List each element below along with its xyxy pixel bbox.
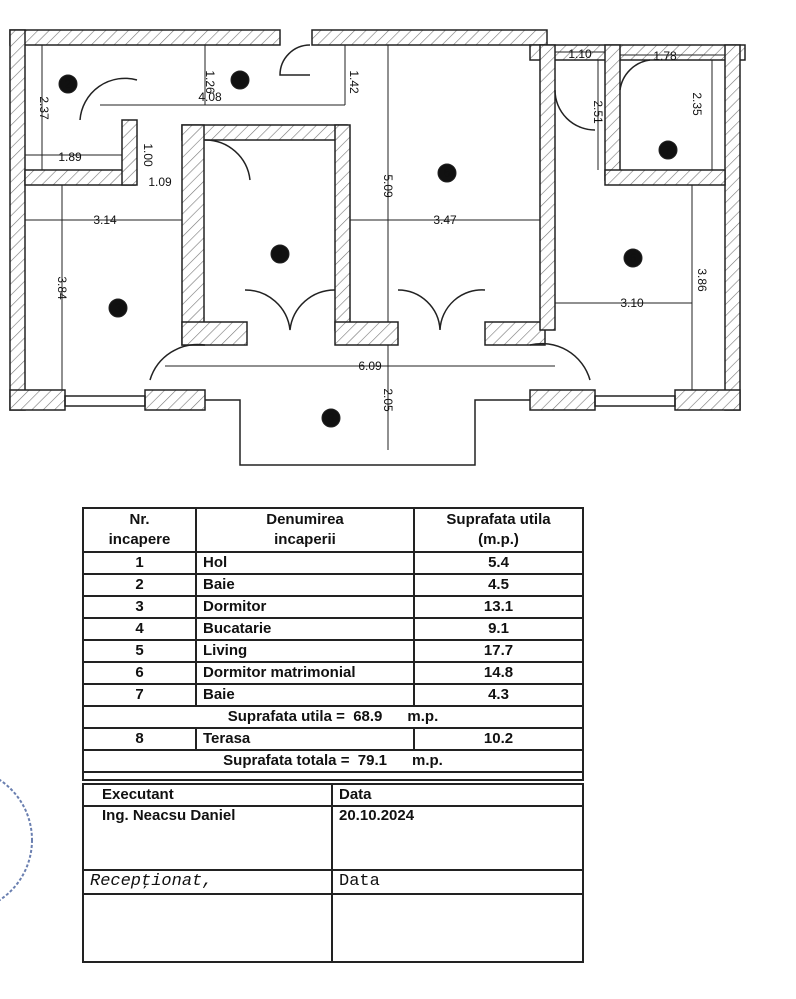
header-area: Suprafata utila xyxy=(446,511,551,528)
row-nr: 4 xyxy=(82,617,197,641)
dim: 2.51 xyxy=(591,100,605,124)
header-name: Denumirea xyxy=(266,511,344,528)
row-area: 4.5 xyxy=(413,573,584,597)
row-name: Bucatarie xyxy=(195,617,415,641)
dim: 4.08 xyxy=(198,90,222,104)
executant-label: Executant xyxy=(82,783,333,807)
stamp-logo xyxy=(0,778,33,902)
dim: 1.00 xyxy=(141,143,155,167)
room-label: 7 xyxy=(665,143,672,157)
room-label: 5 xyxy=(444,166,451,180)
received-date-label: Data xyxy=(331,869,584,895)
row-name: Baie xyxy=(195,683,415,707)
row-nr: 5 xyxy=(82,639,197,663)
header-area-2: (m.p.) xyxy=(478,531,519,548)
room-label: 1 xyxy=(237,73,244,87)
row-nr: 3 xyxy=(82,595,197,619)
room-label: 8 xyxy=(328,411,335,425)
received-label: Recepţionat, xyxy=(82,869,333,895)
header-nr-2: incapere xyxy=(108,531,171,548)
dim: 1.10 xyxy=(568,47,592,61)
room-label: 2 xyxy=(65,77,72,91)
dim: 3.47 xyxy=(433,213,457,227)
row-area: 5.4 xyxy=(413,551,584,575)
dim: 3.84 xyxy=(55,276,69,300)
row-area: 14.8 xyxy=(413,661,584,685)
executant-name: Ing. Neacsu Daniel xyxy=(82,805,333,871)
header-nr: Nr. xyxy=(129,511,150,528)
row-nr: 2 xyxy=(82,573,197,597)
dim: 5.09 xyxy=(381,174,395,198)
row-nr: 7 xyxy=(82,683,197,707)
dim: 3.10 xyxy=(620,296,644,310)
row-nr: 6 xyxy=(82,661,197,685)
room-label: 4 xyxy=(277,247,284,261)
room-label: 6 xyxy=(630,251,637,265)
area-table: Nr. incapere Denumirea incaperii Suprafata… xyxy=(82,507,584,781)
dim: 1.78 xyxy=(653,49,677,63)
row-name: Living xyxy=(195,639,415,663)
row-area: 4.3 xyxy=(413,683,584,707)
dim: 3.14 xyxy=(93,213,117,227)
row-area: 13.1 xyxy=(413,595,584,619)
dim: 1.42 xyxy=(347,70,361,94)
dim: 1.89 xyxy=(58,150,82,164)
dim: 6.09 xyxy=(358,359,382,373)
row-name: Hol xyxy=(195,551,415,575)
dim: 1.26 xyxy=(203,70,217,94)
row-nr: 1 xyxy=(82,551,197,575)
dim: 2.37 xyxy=(37,96,51,120)
row-name: Dormitor xyxy=(195,595,415,619)
row-area: 17.7 xyxy=(413,639,584,663)
row-name: Baie xyxy=(195,573,415,597)
floor-plan: 1 2 3 4 5 6 7 8 4.08 1.89 1.09 3.14 3.47… xyxy=(9,29,746,466)
row-name: Dormitor matrimonial xyxy=(195,661,415,685)
header-name-2: incaperii xyxy=(274,531,336,548)
date-value: 20.10.2024 xyxy=(331,805,584,871)
row-name: Terasa xyxy=(195,727,415,751)
dim: 1.09 xyxy=(148,175,172,189)
date-label: Data xyxy=(331,783,584,807)
row-area: 9.1 xyxy=(413,617,584,641)
util-total: Suprafata utila = 68.9 m.p. xyxy=(82,705,584,729)
row-area: 10.2 xyxy=(413,727,584,751)
row-nr: 8 xyxy=(82,727,197,751)
grand-total: Suprafata totala = 79.1 m.p. xyxy=(82,749,584,773)
dim: 3.86 xyxy=(695,268,709,292)
dim: 2.35 xyxy=(690,92,704,116)
room-label: 3 xyxy=(115,301,122,315)
dim: 2.05 xyxy=(381,388,395,412)
